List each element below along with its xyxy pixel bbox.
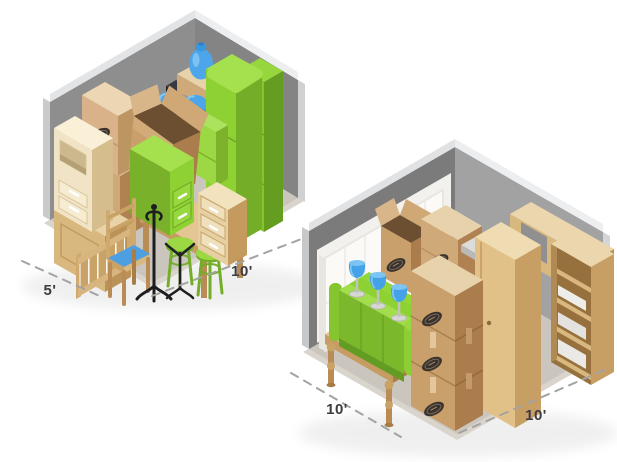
dimension-label-depth: 10' [326, 401, 348, 418]
dimension-line-depth [21, 260, 105, 299]
blue-vase [189, 42, 213, 80]
wall-trim [302, 227, 309, 349]
table-leg [326, 342, 336, 388]
box-stack-front [410, 255, 484, 431]
nightstand [54, 116, 113, 232]
dimension-label-width: 10' [525, 407, 547, 424]
dimension-label-depth: 5' [44, 282, 57, 299]
storage-unit-10x10: 10' 10' [290, 139, 617, 457]
dimension-line-depth [290, 372, 402, 438]
bookshelf [551, 231, 614, 385]
wardrobe [475, 222, 541, 428]
wall-trim [195, 10, 298, 80]
wall-trim [455, 139, 603, 232]
wall-trim [309, 139, 455, 231]
wall-trim [50, 10, 195, 102]
wall-trim [298, 80, 305, 202]
storage-unit-5x10: 5' 10' [21, 10, 322, 310]
hat-stand [164, 242, 196, 300]
coat-rack [135, 204, 173, 303]
dimension-line-width [151, 237, 305, 297]
table-leg [384, 380, 394, 428]
drawer-chest [198, 182, 247, 266]
wood-chair [106, 198, 150, 306]
dimension-line-width [458, 367, 610, 434]
dimension-label-width: 10' [231, 263, 253, 280]
wall-trim [43, 98, 50, 220]
